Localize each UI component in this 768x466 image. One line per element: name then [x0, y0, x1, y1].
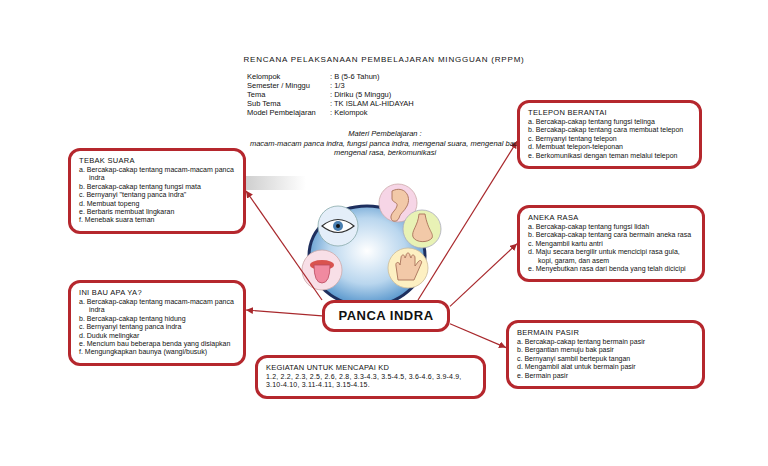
box-item: b. Bergantian menuju bak pasir [517, 346, 694, 354]
box-item: c. Bernyanyi tentang telepon [528, 135, 691, 143]
connector-arrow [246, 310, 322, 316]
box-item: a. Bercakap-cakap tentang macam-macam pa… [79, 166, 235, 183]
box-item: d. Duduk melingkar [79, 332, 235, 340]
box-item: a. Bercakap-cakap tentang macam-macam pa… [79, 298, 235, 315]
activity-box: ANEKA RASAa. Bercakap-cakap tentang fung… [517, 205, 705, 282]
info-text: : Diriku (5 Minggu) [330, 90, 391, 99]
tongue-icon [302, 250, 342, 290]
info-text: Sub Tema [247, 99, 281, 108]
nose-icon [403, 210, 441, 248]
info-text: Kelompok [247, 72, 280, 81]
info-text: : TK ISLAM AL-HIDAYAH [330, 99, 414, 108]
connector-arrow [418, 141, 517, 300]
topic-box: PANCA INDRA [322, 300, 450, 332]
info-text: : Kelompok [330, 108, 368, 117]
connector-arrow [450, 324, 506, 348]
activity-box: INI BAU APA YA?a. Bercakap-cakap tentang… [68, 280, 246, 366]
box-item: a. Bercakap-cakap tentang bermain pasir [517, 338, 694, 346]
box-item: c. Bernyanyi "tentang panca indra" [79, 191, 235, 199]
kd-box: KEGIATAN UNTUK MENCAPAI KD1.2, 2.2, 2.3,… [255, 355, 486, 399]
box-item: b. Bercakap-cakap tentang fungsi mata [79, 183, 235, 191]
box-heading: TELEPON BERANTAI [528, 108, 691, 117]
box-item: d. Mengambil alat untuk bermain pasir [517, 363, 694, 371]
page-title: RENCANA PELAKSANAAN PEMBELAJARAN MINGGUA… [0, 55, 768, 64]
materi-text: macam-macam panca indra, fungsi panca in… [248, 139, 523, 157]
box-item: e. Mencium bau beberapa benda yang disia… [79, 340, 235, 348]
box-item: 1.2, 2.2, 2.3, 2.5, 2.6, 2.8, 3.3-4.3, 3… [266, 373, 475, 390]
box-item: b. Bercakap-cakap tentang hidung [79, 315, 235, 323]
box-item: c. Bernyanyi tentang panca indra [79, 323, 235, 331]
box-item: a. Bercakap-cakap tentang fungsi telinga [528, 118, 691, 126]
box-heading: ANEKA RASA [528, 213, 694, 222]
connector-arrow [450, 244, 517, 307]
activity-box: TEBAK SUARAa. Bercakap-cakap tentang mac… [68, 148, 246, 234]
box-item: b. Bercakap-cakap tentang cara membuat t… [528, 126, 691, 134]
box-heading: BERMAIN PASIR [517, 328, 694, 337]
box-item: e. Berbaris membuat lingkaran [79, 208, 235, 216]
box-item: e. Bermain pasir [517, 372, 694, 380]
box-item: a. Bercakap-cakap tentang fungsi lidah [528, 223, 694, 231]
box-item: f. Mengungkapkan baunya (wangi/busuk) [79, 348, 235, 356]
eye-icon [318, 206, 358, 246]
box-item: c. Mengambil kartu antri [528, 240, 694, 248]
info-text: Tema [247, 90, 265, 99]
activity-box: BERMAIN PASIRa. Bercakap-cakap tentang b… [506, 320, 705, 389]
info-text: : B (5-6 Tahun) [330, 72, 379, 81]
box-heading: TEBAK SUARA [79, 156, 235, 165]
box-item: d. Membuat topeng [79, 200, 235, 208]
box-item: e. Berkomunikasi dengan teman melalui te… [528, 152, 691, 160]
connector-arrow [246, 191, 322, 300]
box-item: c. Bernyanyi sambil bertepuk tangan [517, 355, 694, 363]
box-item: d. Maju secara bergilir untuk mencicipi … [528, 248, 694, 265]
box-heading: KEGIATAN UNTUK MENCAPAI KD [266, 363, 475, 372]
activity-box: TELEPON BERANTAIa. Bercakap-cakap tentan… [517, 100, 702, 169]
materi-text: Materi Pembelajaran : [285, 129, 485, 138]
info-text: Model Pembelajaran [247, 108, 316, 117]
info-text: Semester / Minggu [247, 81, 310, 90]
box-item: f. Menebak suara teman [79, 216, 235, 224]
info-text: : 1/3 [330, 81, 345, 90]
box-heading: PANCA INDRA [331, 308, 441, 324]
box-item: e. Menyebutkan rasa dari benda yang tela… [528, 265, 694, 273]
hand-icon [388, 248, 428, 288]
shadow-bar [246, 176, 306, 190]
box-heading: INI BAU APA YA? [79, 288, 235, 297]
box-item: d. Membuat telepon-teleponan [528, 143, 691, 151]
box-item: b. Bercakap-cakap tentang cara bermain a… [528, 231, 694, 239]
